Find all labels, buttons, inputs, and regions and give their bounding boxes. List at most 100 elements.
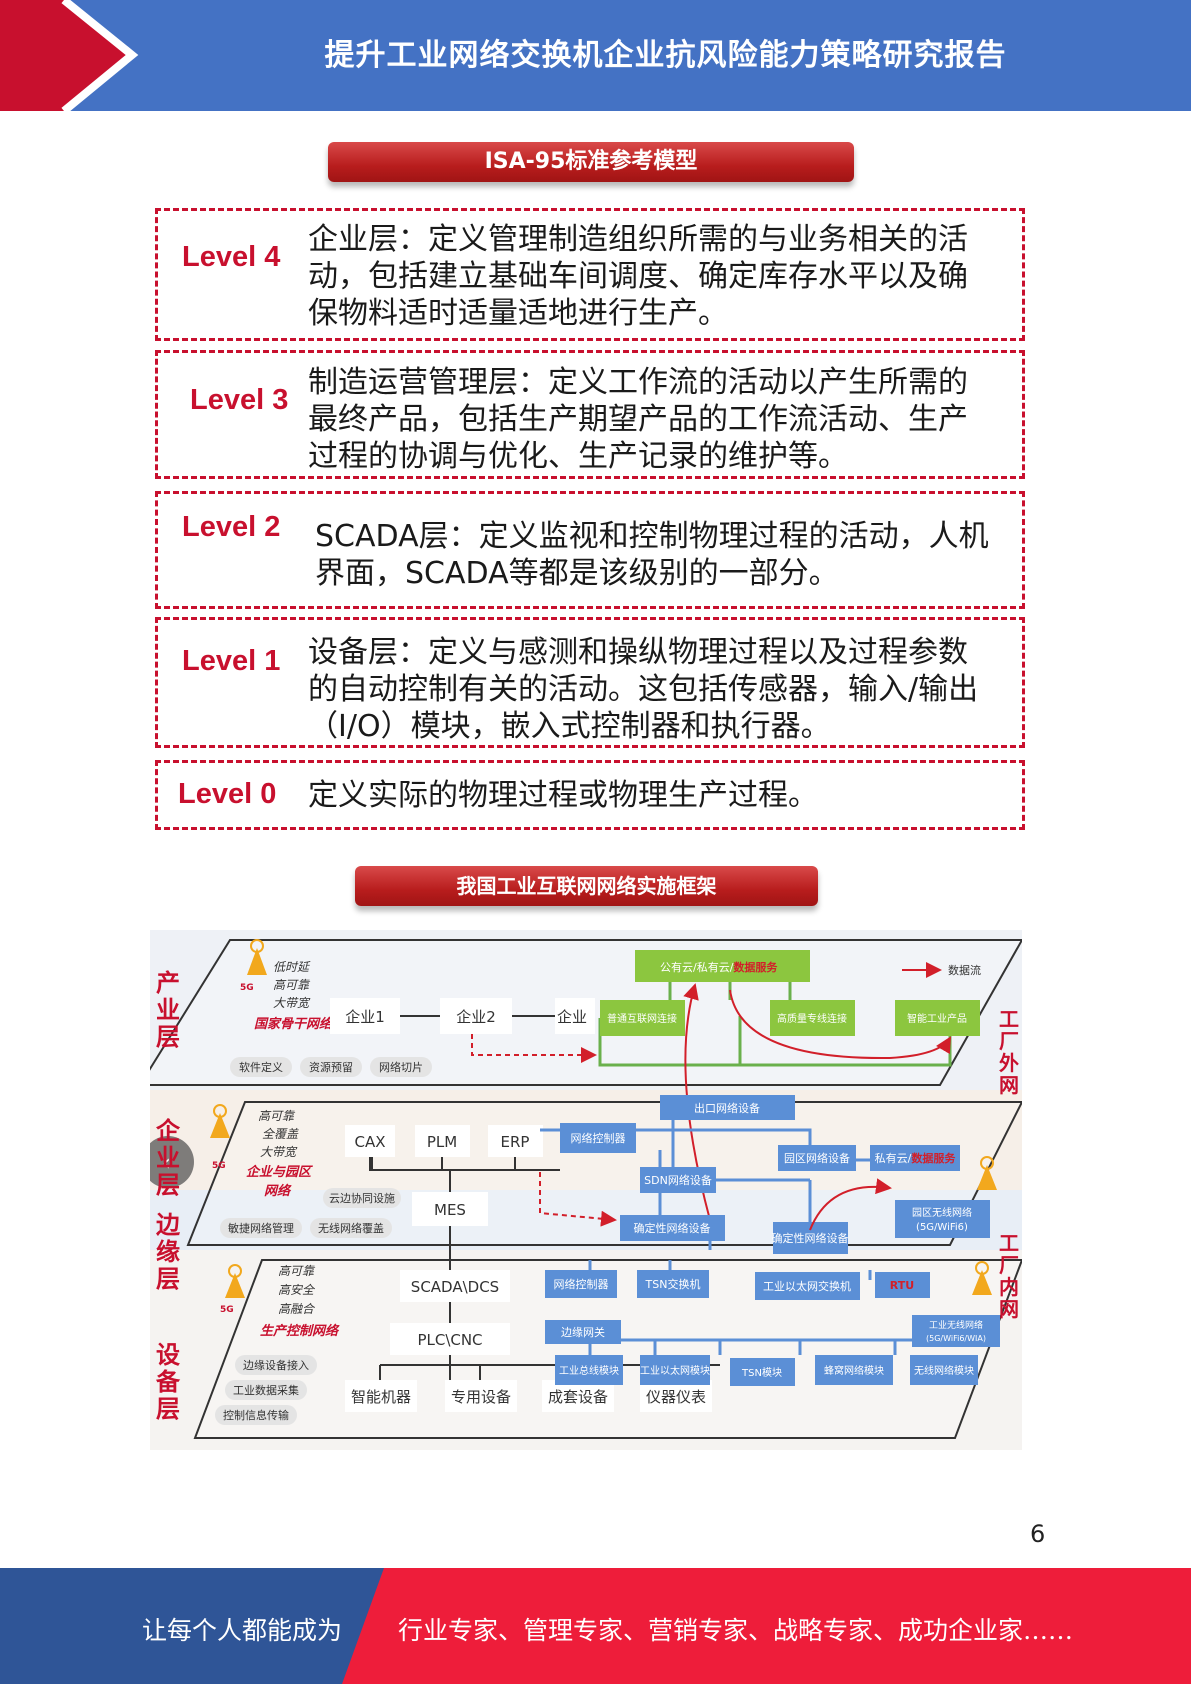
sdn-device-box (640, 1167, 716, 1193)
equipment-smart-machine: 智能机器 (351, 1388, 411, 1406)
enterprise-5g-badge: 5G (212, 1161, 226, 1171)
smart-product-label: 智能工业产品 (907, 1012, 967, 1025)
campus-wireless-label: 园区无线网络 (912, 1206, 972, 1219)
layer-enterprise-label: 企业层 (156, 1117, 180, 1199)
industry-feature-latency: 低时延 (273, 960, 311, 974)
system-mes: MES (434, 1201, 466, 1219)
footer-slogan-left: 让每个人都能成为 (142, 1616, 343, 1645)
fieldbus-module-label: 工业总线模块 (559, 1364, 619, 1377)
tag-agile-management: 敏捷网络管理 (228, 1221, 294, 1235)
device-right-5g-icon (972, 1261, 992, 1295)
tsn-switch-box (637, 1270, 709, 1298)
tag-software-defined: 软件定义 (239, 1060, 283, 1074)
industrial-wireless-label: 工业无线网络 (929, 1319, 983, 1331)
enterprise-feature-reliable: 高可靠 (258, 1109, 296, 1123)
tag-edge-access: 边缘设备接入 (243, 1358, 309, 1372)
system-scada-dcs: SCADA\DCS (411, 1278, 499, 1296)
system-cax: CAX (354, 1133, 385, 1151)
egress-device-label: 出口网络设备 (694, 1101, 760, 1115)
device-feature-converged: 高融合 (278, 1302, 316, 1316)
industrial-wireless-sublabel: (5G/WiFi6/WIA) (926, 1334, 986, 1343)
campus-wireless-box (895, 1200, 990, 1238)
level-1-label: Level 1 (182, 645, 281, 677)
sdn-device-label: SDN网络设备 (644, 1173, 712, 1187)
industry-feature-bandwidth: 大带宽 (273, 996, 311, 1010)
tsn-module-box (730, 1358, 795, 1386)
ethernet-module-box (640, 1355, 710, 1385)
enterprise-1-label: 企业1 (345, 1008, 385, 1026)
wireless-module-label: 无线网络模块 (914, 1364, 974, 1377)
smart-product-box (895, 1000, 980, 1036)
system-plc-cnc: PLC\CNC (417, 1331, 482, 1349)
tag-data-collection: 工业数据采集 (233, 1383, 299, 1397)
internet-connection-box (600, 1000, 685, 1036)
level-1-description: 设备层：定义与感测和操纵物理过程以及过程参数 的自动控制有关的活动。这包括传感器… (308, 635, 979, 744)
tag-control-transmission: 控制信息传输 (223, 1408, 289, 1422)
industry-feature-reliable: 高可靠 (273, 978, 311, 992)
dev-controller-label: 网络控制器 (554, 1277, 609, 1291)
internet-connection-label: 普通互联网连接 (607, 1012, 677, 1025)
svg-text:公有云/私有云/数据服务: 公有云/私有云/数据服务 (660, 960, 778, 974)
dev-controller-box (545, 1270, 617, 1298)
enterprise-5g-icon (210, 1104, 230, 1138)
tsn-switch-label: TSN交换机 (645, 1277, 701, 1291)
enterprise-feature-coverage: 全覆盖 (262, 1127, 299, 1141)
fieldbus-module-box (555, 1355, 623, 1385)
cellular-module-box (815, 1355, 893, 1385)
enterprise-3-box (555, 998, 595, 1034)
system-erp: ERP (501, 1133, 530, 1151)
enterprise-2-label: 企业2 (456, 1008, 496, 1026)
tsn-module-label: TSN模块 (741, 1367, 782, 1379)
tag-cloud-edge: 云边协同设施 (329, 1191, 395, 1205)
enterprise-3-label: 企业 (557, 1008, 587, 1026)
factory-inside-label: 工厂内网 (999, 1231, 1019, 1321)
framework-banner: 我国工业互联网网络实施框架 (355, 866, 818, 906)
factory-outside-label: 工厂外网 (999, 1007, 1019, 1097)
chevron-left-icon: ‹ (162, 1151, 171, 1176)
campus-wireless-sublabel: (5G/WiFi6) (916, 1222, 968, 1233)
device-5g-icon (225, 1264, 245, 1298)
tag-network-slicing: 网络切片 (379, 1060, 423, 1074)
device-feature-secure: 高安全 (278, 1283, 316, 1297)
level-2-box: Level 2 SCADA层：定义监视和控制物理过程的活动，人机 界面，SCAD… (155, 491, 1025, 609)
svg-text:私有云/数据服务: 私有云/数据服务 (875, 1151, 957, 1165)
level-4-box: Level 4 企业层：定义管理制造组织所需的与业务相关的活 动，包括建立基础车… (155, 208, 1025, 341)
enterprise-1-box (330, 998, 400, 1034)
report-title: 提升工业网络交换机企业抗风险能力策略研究报告 (324, 38, 1007, 73)
level-0-description: 定义实际的物理过程或物理生产过程。 (308, 778, 818, 813)
level-1-box: Level 1 设备层：定义与感测和操纵物理过程以及过程参数 的自动控制有关的活… (155, 617, 1025, 748)
level-0-label: Level 0 (178, 778, 277, 810)
private-cloud-box (870, 1145, 960, 1171)
page-header: 提升工业网络交换机企业抗风险能力策略研究报告 (0, 0, 1191, 111)
dedicated-line-label: 高质量专线连接 (777, 1012, 847, 1025)
campus-device-label: 园区网络设备 (784, 1151, 850, 1165)
egress-device-box (660, 1095, 795, 1120)
device-5g-badge: 5G (220, 1305, 234, 1315)
edge-gateway-box (545, 1320, 621, 1344)
national-backbone-label: 国家骨干网络 (254, 1016, 334, 1032)
level-4-description: 企业层：定义管理制造组织所需的与业务相关的活 动，包括建立基础车间调度、确定库存… (308, 222, 968, 331)
tag-wireless-coverage: 无线网络覆盖 (318, 1221, 384, 1235)
enterprise-2-box (440, 998, 512, 1034)
dataflow-legend-label: 数据流 (948, 963, 981, 977)
level-0-box: Level 0 定义实际的物理过程或物理生产过程。 (155, 760, 1025, 830)
level-2-label: Level 2 (182, 511, 281, 543)
layer-device-label: 设备层 (156, 1341, 180, 1423)
production-control-network-label: 生产控制网络 (260, 1323, 340, 1339)
level-3-box: Level 3 制造运营管理层：定义工作流的活动以产生所需的 最终产品，包括生产… (155, 350, 1025, 479)
deterministic-device-2-label: 确定性网络设备 (772, 1231, 849, 1245)
header-arrow-decoration (0, 0, 139, 111)
dedicated-line-box (770, 1000, 855, 1036)
deterministic-device-box (620, 1215, 725, 1241)
device-feature-reliable: 高可靠 (278, 1264, 316, 1278)
cellular-module-label: 蜂窝网络模块 (824, 1364, 884, 1377)
campus-network-label-1: 企业与园区 (246, 1164, 313, 1180)
level-3-label: Level 3 (190, 384, 289, 416)
level-3-description: 制造运营管理层：定义工作流的活动以产生所需的 最终产品，包括生产期望产品的工作流… (308, 365, 968, 474)
rtu-box (875, 1272, 930, 1298)
cloud-service-box (635, 950, 810, 982)
equipment-instrument: 仪器仪表 (646, 1388, 706, 1406)
system-plm: PLM (427, 1133, 457, 1151)
tag-resource-reservation: 资源预留 (309, 1060, 353, 1074)
carousel-prev-control[interactable] (150, 1136, 194, 1188)
